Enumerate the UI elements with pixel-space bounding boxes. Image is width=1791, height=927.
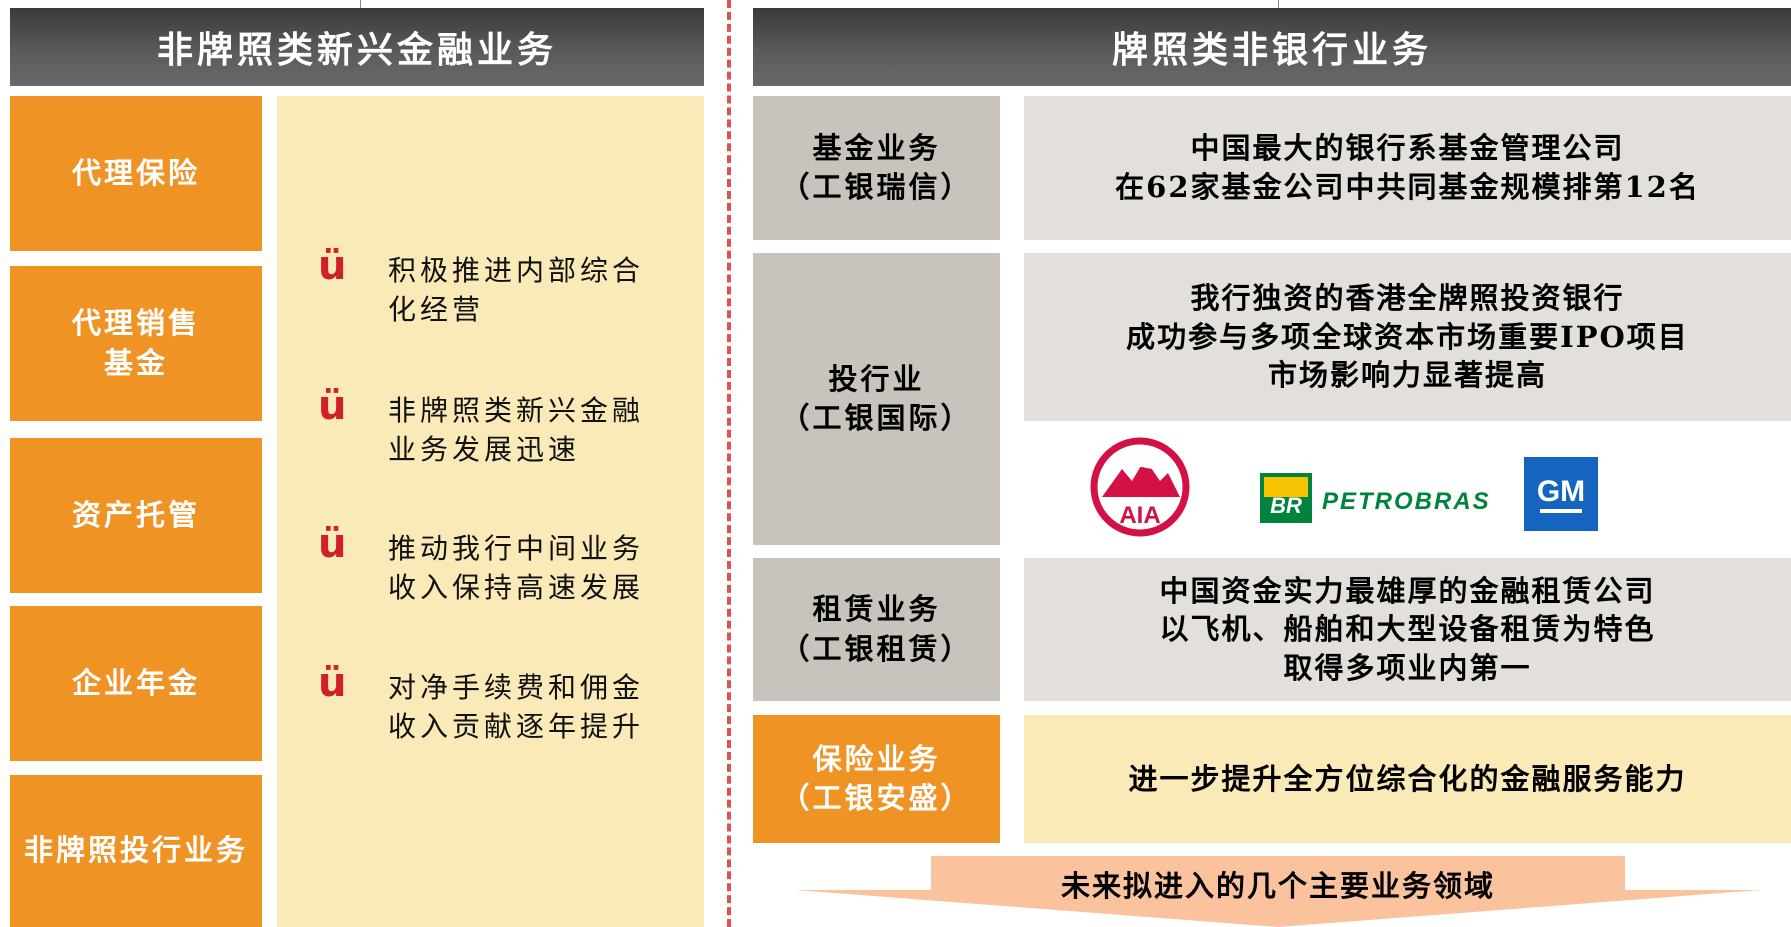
category-box-agency-insurance: 代理保险	[10, 96, 262, 251]
top-connector-right	[1278, 0, 1279, 8]
check-bullet-icon: ü	[318, 243, 347, 289]
section-divider	[727, 0, 731, 927]
check-bullet-icon: ü	[318, 521, 347, 567]
row-label-fund: 基金业务 （工银瑞信）	[753, 96, 1000, 240]
left-section-header: 非牌照类新兴金融业务	[10, 8, 704, 86]
row-desc-line: 取得多项业内第一	[1283, 650, 1532, 685]
row-label-line: （工银瑞信）	[780, 170, 973, 204]
row-desc-leasing: 中国资金实力最雄厚的金融租赁公司 以飞机、船舶和大型设备租赁为特色 取得多项业内…	[1024, 558, 1791, 701]
right-section-header: 牌照类非银行业务	[753, 8, 1791, 86]
category-label: 非牌照投行业务	[23, 833, 248, 868]
row-label-line: （工银租赁）	[780, 631, 973, 666]
petrobras-logo-text: PETROBRAS	[1322, 488, 1491, 515]
category-box-fund-sales: 代理销售 基金	[10, 266, 262, 421]
row-desc-line: 在62家基金公司中共同基金规模排第12名	[1115, 170, 1700, 204]
bullet-text: 推动我行中间业务收入保持高速发展	[388, 532, 645, 604]
category-label: 代理销售	[71, 306, 200, 341]
bullet-text: 非牌照类新兴金融业务发展迅速	[388, 394, 645, 466]
row-label-line: 投行业	[828, 361, 925, 396]
category-label: 代理保险	[71, 155, 200, 190]
row-desc-line: 我行独资的香港全牌照投资银行	[1190, 281, 1625, 316]
category-label: 资产托管	[71, 497, 200, 532]
row-label-line: （工银国际）	[780, 401, 973, 435]
br-logo-text: BR	[1270, 493, 1302, 518]
petrobras-logo: BR PETROBRAS	[1260, 473, 1491, 523]
row-label-leasing: 租赁业务 （工银租赁）	[753, 558, 1000, 701]
aia-logo-text: AIA	[1119, 502, 1160, 529]
row-label-investment-banking: 投行业 （工银国际）	[753, 253, 1000, 545]
gm-logo: GM	[1524, 457, 1598, 531]
category-box-asset-custody: 资产托管	[10, 438, 262, 593]
bullet-text: 对净手续费和佣金收入贡献逐年提升	[388, 671, 645, 743]
row-label-line: 租赁业务	[812, 592, 941, 627]
bullet-panel: ü 积极推进内部综合化经营 ü 非牌照类新兴金融业务发展迅速 ü 推动我行中间业…	[277, 96, 704, 927]
category-box-non-licensed-ib: 非牌照投行业务	[10, 775, 262, 927]
row-desc-line: 成功参与多项全球资本市场重要IPO项目	[1126, 319, 1689, 354]
row-desc-line: 市场影响力显著提高	[1267, 358, 1547, 393]
row-label-insurance: 保险业务 （工银安盛）	[753, 715, 1000, 843]
row-label-line: 保险业务	[812, 741, 941, 776]
future-areas-arrow	[795, 856, 1761, 927]
gm-logo-text: GM	[1537, 475, 1585, 508]
category-label: 基金	[103, 345, 168, 380]
row-label-line: （工银安盛）	[780, 781, 973, 815]
row-desc-line: 以飞机、船舶和大型设备租赁为特色	[1159, 612, 1656, 647]
bullet-text: 积极推进内部综合化经营	[388, 254, 645, 326]
future-areas-label: 未来拟进入的几个主要业务领域	[1060, 869, 1495, 903]
row-desc-insurance: 进一步提升全方位综合化的金融服务能力	[1024, 715, 1791, 843]
row-desc-investment-banking: 我行独资的香港全牌照投资银行 成功参与多项全球资本市场重要IPO项目 市场影响力…	[1024, 253, 1791, 421]
row-desc-line: 中国最大的银行系基金管理公司	[1190, 131, 1625, 166]
client-logos: AIA BR PETROBRAS GM	[1024, 425, 1791, 545]
row-desc-fund: 中国最大的银行系基金管理公司 在62家基金公司中共同基金规模排第12名	[1024, 96, 1791, 240]
top-connector-left	[360, 0, 361, 8]
row-desc-line: 进一步提升全方位综合化的金融服务能力	[1128, 761, 1687, 796]
category-box-enterprise-annuity: 企业年金	[10, 606, 262, 761]
row-desc-line: 中国资金实力最雄厚的金融租赁公司	[1159, 573, 1656, 608]
aia-logo: AIA	[1090, 437, 1190, 537]
row-label-line: 基金业务	[812, 130, 941, 165]
check-bullet-icon: ü	[318, 383, 347, 429]
check-bullet-icon: ü	[318, 660, 347, 706]
category-label: 企业年金	[71, 665, 200, 700]
